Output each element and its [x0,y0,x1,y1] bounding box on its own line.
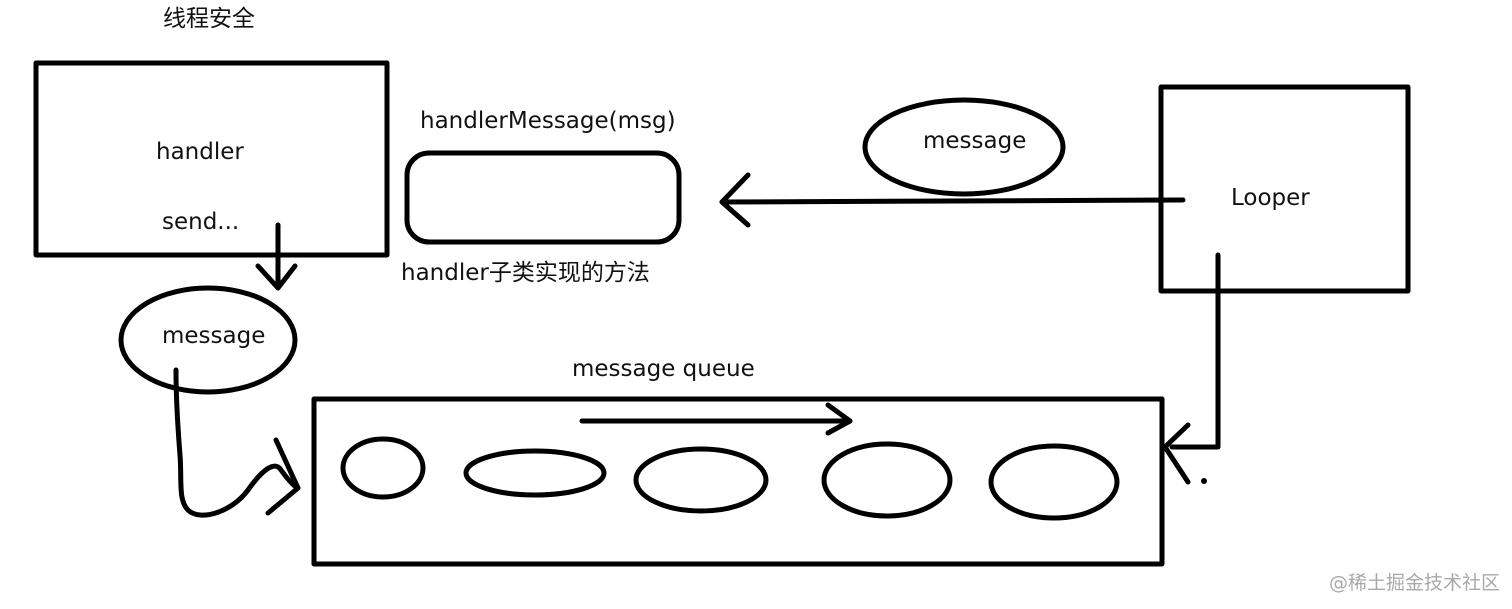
looper-box [1158,84,1411,294]
handle-message-label: handlerMessage(msg) [420,108,676,134]
watermark: @稀土掘金技术社区 [1328,572,1500,594]
queued-message-4 [821,441,953,519]
dispatch-arrow [719,197,1186,205]
dispatch-arrow-head [719,172,751,228]
message-queue-label: message queue [572,356,755,382]
message-left-label: message [162,323,266,349]
enqueue-arrow [173,367,301,518]
queued-message-3 [633,446,769,514]
handler-label: handler [156,139,244,165]
looper-arrow-dot [1201,478,1207,484]
message-queue-box [311,396,1165,567]
queued-message-1 [340,436,426,500]
looper-arrow [1169,252,1221,450]
enqueue-arrow-head [265,437,301,516]
thread-safe-label: 线程安全 [163,6,255,32]
send-label: send... [162,209,240,235]
message-ellipse-top [862,97,1066,197]
looper-label: Looper [1231,185,1310,211]
queue-direction-arrow-head [825,402,853,436]
message-ellipse-left [118,285,298,395]
looper-arrow-head [1162,422,1191,485]
handle-message-box [404,150,682,245]
handler-box [33,60,390,258]
message-top-label: message [923,128,1027,154]
queued-message-5 [988,443,1120,521]
queued-message-2 [463,448,607,498]
send-arrow-head [255,263,298,291]
subclass-method-label: handler子类实现的方法 [401,260,650,286]
